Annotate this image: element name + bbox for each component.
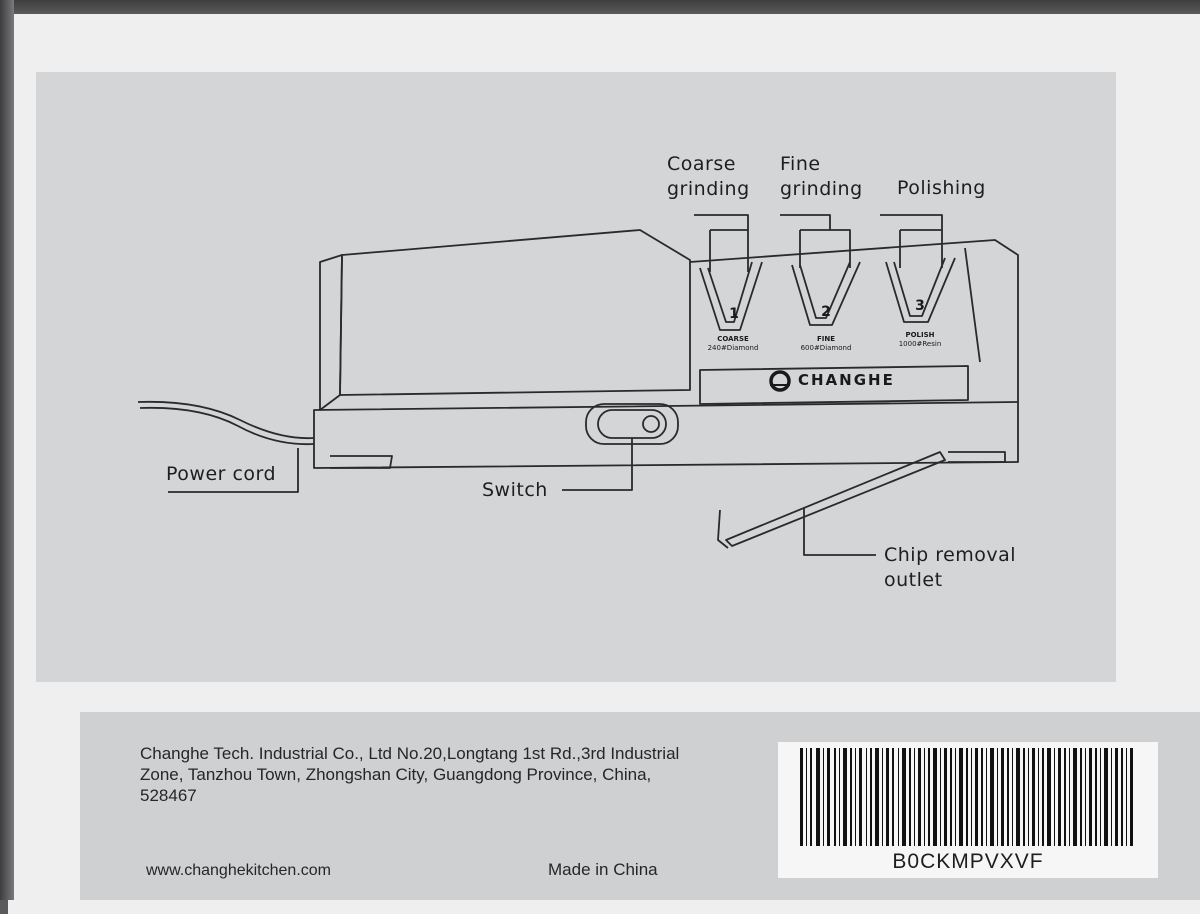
power-cord-line — [137, 400, 315, 440]
barcode-bars — [800, 748, 1133, 846]
slot-3-name: POLISH — [905, 331, 934, 339]
slot-2-shape — [791, 261, 861, 326]
barcode-label — [778, 742, 1158, 878]
slot-2-grit: 600#Diamond — [801, 344, 852, 352]
label-coarse-grinding: Coarse grinding — [667, 153, 750, 200]
slot-2-name: FINE — [817, 335, 835, 343]
made-in-label: Made in China — [548, 860, 658, 879]
company-address: Changhe Tech. Industrial Co., Ltd No.20,… — [140, 744, 680, 805]
chip-callout — [803, 508, 876, 556]
slot-3-shape — [885, 257, 956, 323]
background-shadow-left — [0, 0, 14, 900]
power-cord-callout — [168, 448, 299, 493]
fine-callout — [780, 214, 851, 268]
label-chip-removal-outlet: Chip removal outlet — [884, 544, 1017, 591]
label-polishing: Polishing — [897, 177, 986, 199]
barcode-number: B0CKMPVXVF — [892, 850, 1044, 873]
brand-logo-icon — [769, 370, 791, 392]
slot-1-shape — [699, 261, 763, 331]
slot-1-grit: 240#Diamond — [708, 344, 759, 352]
slot-1-number: 1 — [729, 306, 739, 322]
switch-callout — [562, 438, 633, 491]
sharpener-base — [313, 401, 1019, 469]
label-switch: Switch — [482, 479, 548, 501]
diagram-panel — [36, 72, 1116, 682]
label-power-cord: Power cord — [166, 463, 277, 485]
polish-callout — [880, 214, 943, 268]
sharpener-top-housing — [339, 229, 691, 396]
slot-2-number: 2 — [821, 304, 831, 320]
slot-3-number: 3 — [915, 298, 925, 314]
slot-1-name: COARSE — [717, 335, 749, 343]
chip-tray — [725, 451, 946, 547]
website-url: www.changhekitchen.com — [146, 862, 331, 879]
label-fine-grinding: Fine grinding — [780, 153, 863, 200]
coarse-callout — [694, 214, 749, 272]
brand-name: CHANGHE — [798, 371, 895, 389]
slot-3-grit: 1000#Resin — [899, 340, 942, 348]
